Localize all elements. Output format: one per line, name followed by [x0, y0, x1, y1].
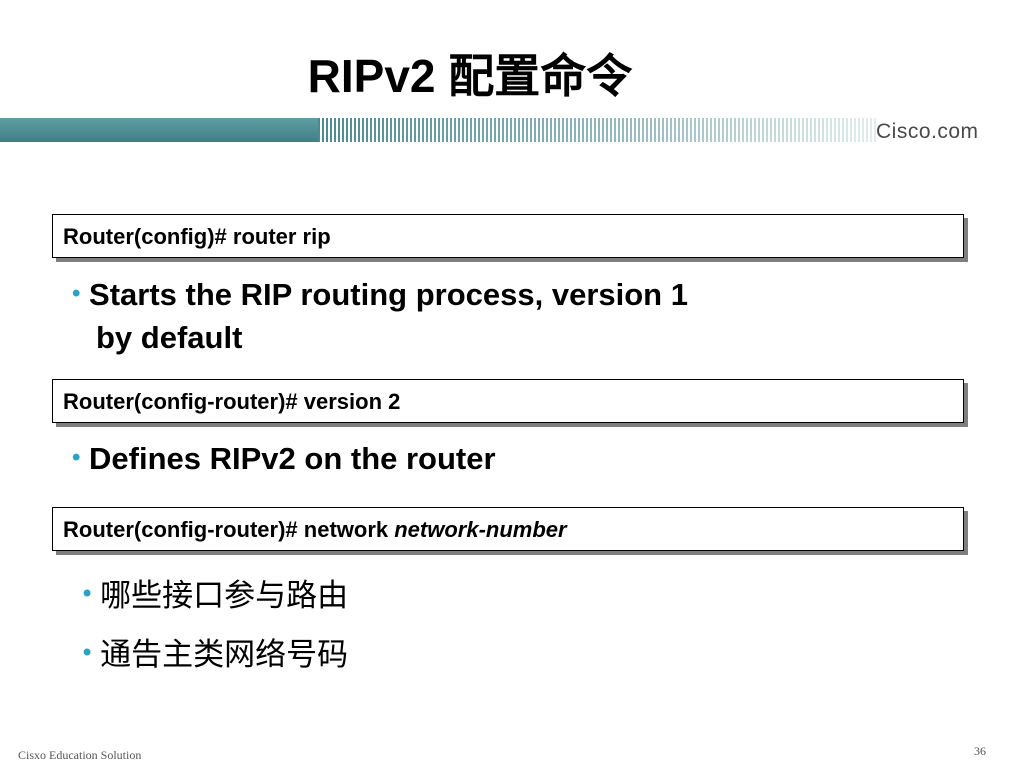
command-text: Router(config-router)# network — [63, 517, 395, 542]
command-text: Router(config-router)# version 2 — [63, 389, 401, 414]
banner-solid-bar — [0, 118, 320, 142]
cisco-logo-text: Cisco.com — [876, 120, 979, 143]
slide-title: RIPv2 配置命令 — [307, 50, 633, 102]
command-text: Router(config)# router rip — [63, 224, 331, 249]
footer-label: Cisxo Education Solution — [18, 748, 142, 762]
command-box-router-rip: Router(config)# router rip — [52, 214, 964, 258]
bullet-dot-icon: • — [72, 444, 81, 471]
bullet-dot-icon: • — [80, 580, 95, 608]
bullet-text: Defines RIPv2 on the router — [89, 441, 496, 476]
bullet-text: by default — [96, 320, 243, 355]
header-banner: Cisco.com — [0, 118, 1024, 144]
bullet-item: • Defines RIPv2 on the router — [72, 437, 496, 480]
bullet-item: •通告主类网络号码 — [80, 632, 348, 676]
page-number: 36 — [974, 744, 986, 758]
bullet-item-continuation: by default — [96, 317, 242, 359]
bullet-dot-icon: • — [80, 639, 95, 667]
bullet-item: •哪些接口参与路由 — [80, 573, 348, 617]
command-box-network: Router(config-router)# network network-n… — [52, 507, 964, 551]
bullet-text: 通告主类网络号码 — [100, 637, 349, 673]
banner-stripes — [318, 118, 878, 142]
bullet-dot-icon: • — [72, 280, 81, 307]
bullet-text: 哪些接口参与路由 — [100, 578, 349, 614]
bullet-item: • Starts the RIP routing process, versio… — [72, 273, 688, 316]
command-box-version: Router(config-router)# version 2 — [52, 379, 964, 423]
bullet-text: Starts the RIP routing process, version … — [89, 277, 688, 312]
command-parameter: network-number — [394, 517, 567, 542]
